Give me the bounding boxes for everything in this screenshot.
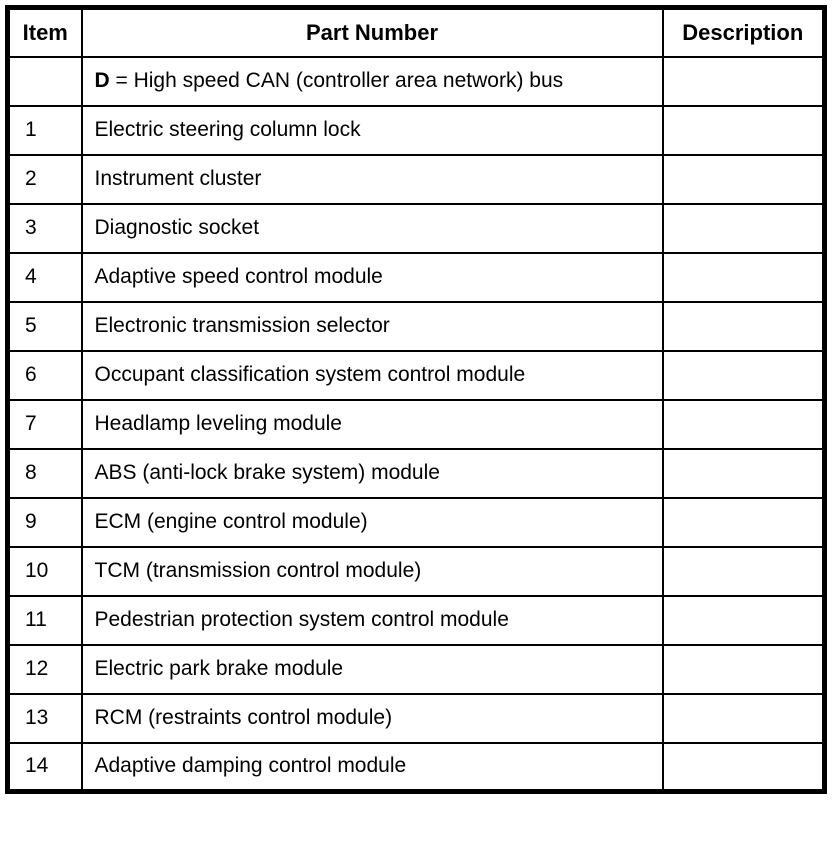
- description-cell: [661, 349, 826, 401]
- table-row: 10 TCM (transmission control module): [6, 545, 826, 597]
- part-number-cell: Electronic transmission selector: [80, 300, 664, 352]
- legend-part-cell: D = High speed CAN (controller area netw…: [80, 55, 664, 107]
- header-part-number: Part Number: [80, 6, 664, 58]
- part-number-cell: Instrument cluster: [80, 153, 664, 205]
- table-row: 5 Electronic transmission selector: [6, 300, 826, 352]
- legend-key: D: [94, 69, 110, 92]
- part-number-cell: Diagnostic socket: [80, 202, 664, 254]
- description-cell: [661, 153, 826, 205]
- part-number-cell: Adaptive speed control module: [80, 251, 664, 303]
- table-row: 3 Diagnostic socket: [6, 202, 826, 254]
- description-cell: [661, 447, 826, 499]
- table-row: 13 RCM (restraints control module): [6, 692, 826, 744]
- description-cell: [661, 104, 826, 156]
- part-number-cell: Electric steering column lock: [80, 104, 664, 156]
- item-number-cell: 13: [6, 692, 83, 744]
- header-row: Item Part Number Description: [6, 6, 826, 58]
- description-cell: [661, 545, 826, 597]
- part-number-cell: Occupant classification system control m…: [80, 349, 664, 401]
- table-row: 11 Pedestrian protection system control …: [6, 594, 826, 646]
- item-number-cell: 5: [6, 300, 83, 352]
- table-row: 14 Adaptive damping control module: [6, 741, 826, 793]
- table-row: 12 Electric park brake module: [6, 643, 826, 695]
- table-row: 6 Occupant classification system control…: [6, 349, 826, 401]
- legend-text: = High speed CAN (controller area networ…: [109, 69, 564, 92]
- part-number-cell: ECM (engine control module): [80, 496, 664, 548]
- table-row: 9 ECM (engine control module): [6, 496, 826, 548]
- parts-table: Item Part Number Description D = High sp…: [5, 5, 827, 794]
- table-row: 7 Headlamp leveling module: [6, 398, 826, 450]
- item-number-cell: 6: [6, 349, 83, 401]
- description-cell: [661, 398, 826, 450]
- item-number-cell: 11: [6, 594, 83, 646]
- part-number-cell: RCM (restraints control module): [80, 692, 664, 744]
- header-item: Item: [6, 6, 83, 58]
- table-header: Item Part Number Description: [6, 6, 826, 58]
- item-number-cell: 10: [6, 545, 83, 597]
- description-cell: [661, 251, 826, 303]
- table-row: 8 ABS (anti-lock brake system) module: [6, 447, 826, 499]
- item-number-cell: 3: [6, 202, 83, 254]
- description-cell: [661, 643, 826, 695]
- table-row: 1 Electric steering column lock: [6, 104, 826, 156]
- header-description: Description: [661, 6, 826, 58]
- item-number-cell: 8: [6, 447, 83, 499]
- description-cell: [661, 692, 826, 744]
- description-cell: [661, 300, 826, 352]
- item-number-cell: 9: [6, 496, 83, 548]
- part-number-cell: Electric park brake module: [80, 643, 664, 695]
- item-number-cell: 1: [6, 104, 83, 156]
- legend-row: D = High speed CAN (controller area netw…: [6, 55, 826, 107]
- part-number-cell: Headlamp leveling module: [80, 398, 664, 450]
- legend-item-cell: [6, 55, 83, 107]
- description-cell: [661, 496, 826, 548]
- part-number-cell: Adaptive damping control module: [80, 741, 664, 793]
- description-cell: [661, 741, 826, 793]
- table-row: 4 Adaptive speed control module: [6, 251, 826, 303]
- legend-description-cell: [661, 55, 826, 107]
- item-number-cell: 2: [6, 153, 83, 205]
- description-cell: [661, 594, 826, 646]
- item-number-cell: 12: [6, 643, 83, 695]
- table-body: D = High speed CAN (controller area netw…: [6, 55, 826, 793]
- description-cell: [661, 202, 826, 254]
- item-number-cell: 4: [6, 251, 83, 303]
- part-number-cell: TCM (transmission control module): [80, 545, 664, 597]
- part-number-cell: ABS (anti-lock brake system) module: [80, 447, 664, 499]
- table-row: 2 Instrument cluster: [6, 153, 826, 205]
- item-number-cell: 14: [6, 741, 83, 793]
- part-number-cell: Pedestrian protection system control mod…: [80, 594, 664, 646]
- item-number-cell: 7: [6, 398, 83, 450]
